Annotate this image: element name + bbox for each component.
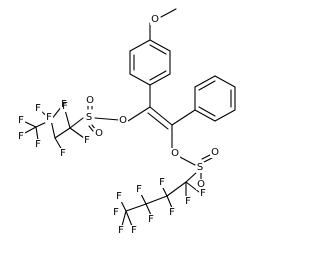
chemical-structure-diagram: O O S O O O S O O F F F F F F F F F F F … [17, 8, 236, 236]
alkene-bond-inner [147, 112, 169, 130]
sulfonyl-oxygen-left-2-label: O [95, 128, 103, 139]
fluorine-right-1-label: F [185, 196, 191, 207]
c-o-left-bond [127, 106, 151, 122]
fluorine-right-6-label: F [148, 214, 154, 225]
alkene-bond [149, 106, 173, 126]
label-background [45, 112, 54, 123]
fluorine-left-3-label: F [60, 148, 66, 159]
sulfur-left-label: S [86, 112, 92, 123]
methoxy-oxygen-label: O [151, 14, 159, 25]
s-c-right-bond [185, 171, 198, 183]
o-s-left-bond [94, 117, 120, 121]
label-background [170, 148, 181, 159]
label-background [84, 112, 94, 123]
label-background [158, 177, 167, 188]
label-background [115, 191, 124, 202]
ester-oxygen-right-label: O [171, 148, 179, 159]
label-background [150, 14, 161, 25]
fluorine-right-8-label: F [113, 207, 119, 218]
fluorine-right-3-label: F [159, 177, 165, 188]
fluorine-left-7-label: F [18, 131, 24, 142]
fluorine-left-2-label: F [84, 135, 90, 146]
s-c-left-bond [69, 117, 84, 129]
sulfur-right-label: S [197, 162, 203, 173]
fluorine-right-10-label: F [131, 225, 137, 236]
fluorine-right-5-label: F [136, 184, 142, 195]
fluorine-left-9-label: F [46, 112, 52, 123]
fluorine-left-4-label: F [61, 99, 67, 110]
alkene-to-phenyl-bond [171, 109, 196, 126]
fluorine-right-2-label: F [200, 188, 206, 199]
left-fluoro-chain [22, 105, 85, 151]
methyl-bond [160, 8, 177, 18]
label-background [147, 214, 156, 225]
fluorine-right-4-label: F [169, 207, 175, 218]
ester-oxygen-left-label: O [119, 115, 127, 126]
fluorine-right-7-label: F [116, 191, 122, 202]
o-s-right-bond [177, 155, 196, 166]
label-background [118, 115, 129, 126]
label-background [112, 207, 121, 218]
anisyl-ring [129, 39, 171, 86]
label-background [135, 184, 144, 195]
sulfonyl-oxygen-right-2-label: O [197, 179, 205, 190]
label-background [17, 131, 26, 142]
label-background [17, 115, 26, 126]
label-background [168, 207, 177, 218]
atom-labels: O O S O O O S O O F F F F F F F F F F F … [18, 14, 219, 236]
sulfonyl-oxygen-left-1-label: O [86, 95, 94, 106]
label-background [130, 225, 139, 236]
label-background [60, 99, 69, 110]
fluorine-left-8-label: F [35, 139, 41, 150]
label-background [184, 196, 193, 207]
label-background [196, 179, 207, 190]
label-background [85, 95, 96, 106]
label-background [34, 139, 43, 150]
label-background [210, 147, 221, 158]
structure-canvas: O O S O O O S O O F F F F F F F F F F F … [17, 8, 236, 236]
fluorine-right-9-label: F [118, 225, 124, 236]
sulfonyl-oxygen-right-1-label: O [211, 147, 219, 158]
label-background [199, 188, 208, 199]
label-background [59, 148, 68, 159]
label-background [94, 128, 105, 139]
label-backgrounds [17, 14, 221, 236]
label-background [83, 135, 92, 146]
label-background [34, 103, 43, 114]
label-background [195, 162, 205, 173]
label-background [117, 225, 126, 236]
fluorine-left-6-label: F [18, 115, 24, 126]
fluorine-left-1-label: F [62, 101, 68, 112]
right-fluoro-chain [119, 181, 200, 227]
phenyl-ring [194, 75, 236, 122]
fluorine-left-5-label: F [35, 103, 41, 114]
